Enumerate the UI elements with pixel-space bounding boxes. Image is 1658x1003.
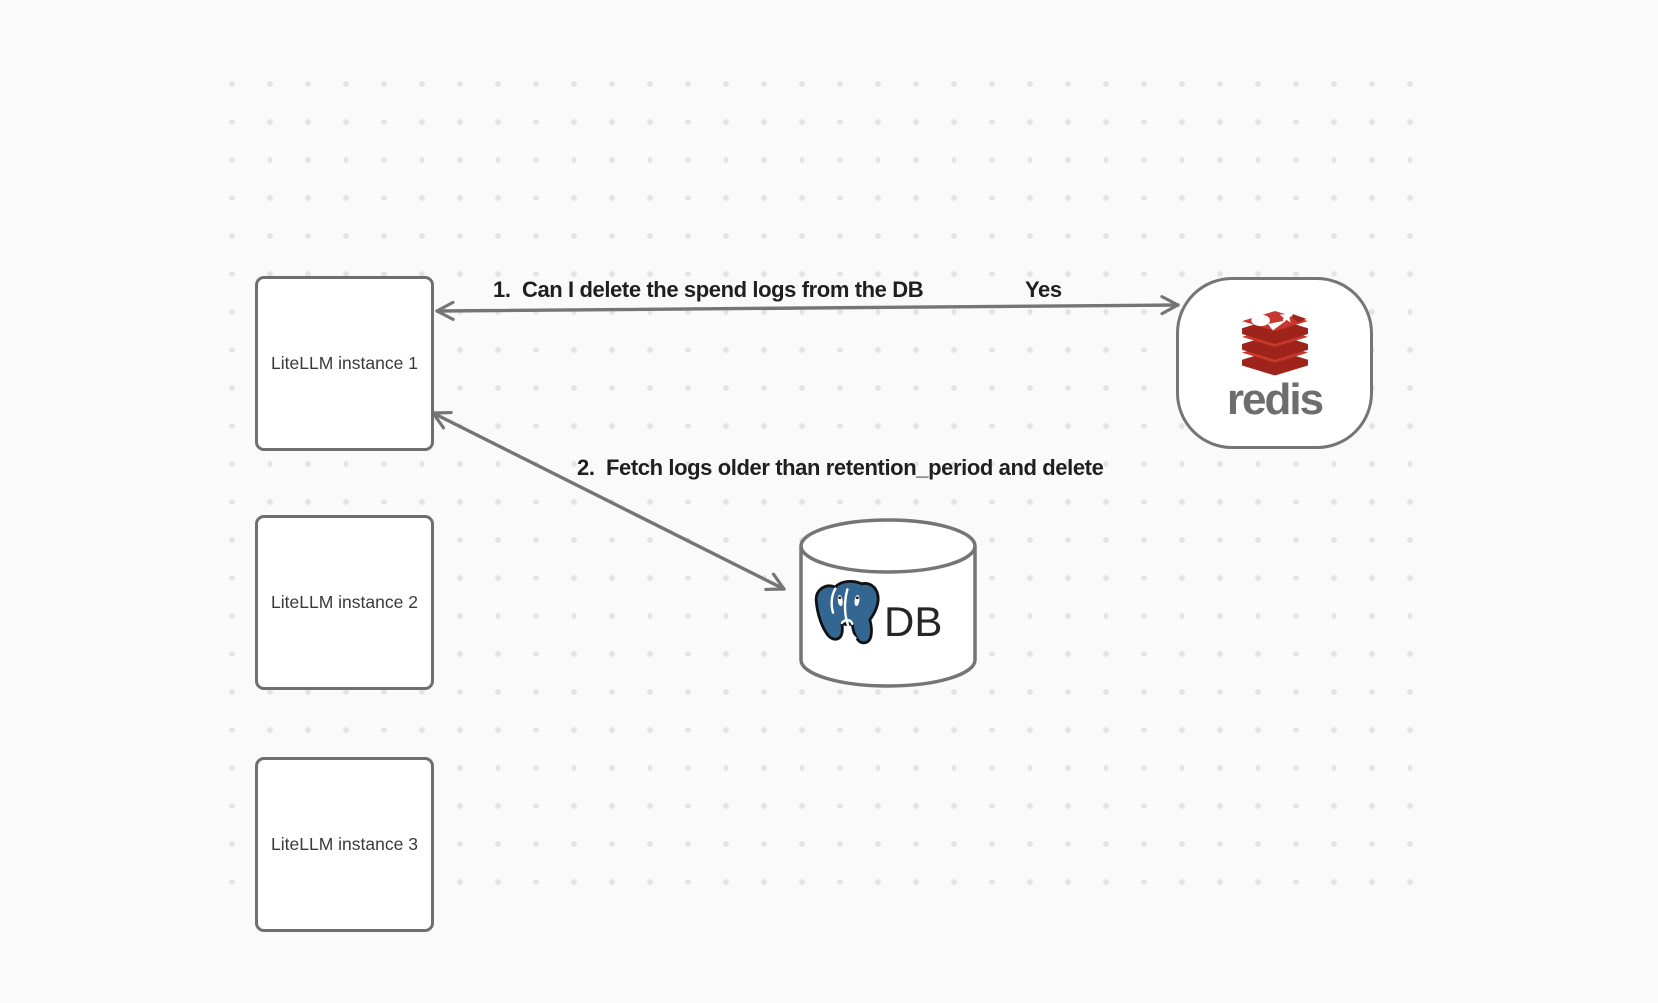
node-database[interactable]: DB: [799, 518, 977, 690]
node-litellm-instance-1[interactable]: LiteLLM instance 1: [255, 276, 434, 451]
node-redis[interactable]: redis: [1176, 277, 1373, 449]
edge2-label[interactable]: 2. Fetch logs older than retention_perio…: [577, 455, 1104, 480]
redis-stack-logo-icon: [1241, 311, 1308, 376]
postgresql-logo-icon: [814, 579, 880, 645]
arrow-instance1-db[interactable]: [431, 410, 786, 592]
node-litellm-instance-3[interactable]: LiteLLM instance 3: [255, 757, 434, 932]
db-label: DB: [884, 598, 943, 645]
node-litellm-instance-3-label: LiteLLM instance 3: [271, 834, 418, 854]
node-litellm-instance-2[interactable]: LiteLLM instance 2: [255, 515, 434, 690]
edge1-response-label[interactable]: Yes: [1025, 277, 1062, 302]
arrow-instance1-redis[interactable]: [435, 295, 1180, 321]
node-litellm-instance-2-label: LiteLLM instance 2: [271, 592, 418, 612]
node-litellm-instance-1-label: LiteLLM instance 1: [271, 353, 418, 373]
edge1-label[interactable]: 1. Can I delete the spend logs from the …: [493, 277, 924, 302]
redis-wordmark: redis: [1226, 375, 1324, 424]
